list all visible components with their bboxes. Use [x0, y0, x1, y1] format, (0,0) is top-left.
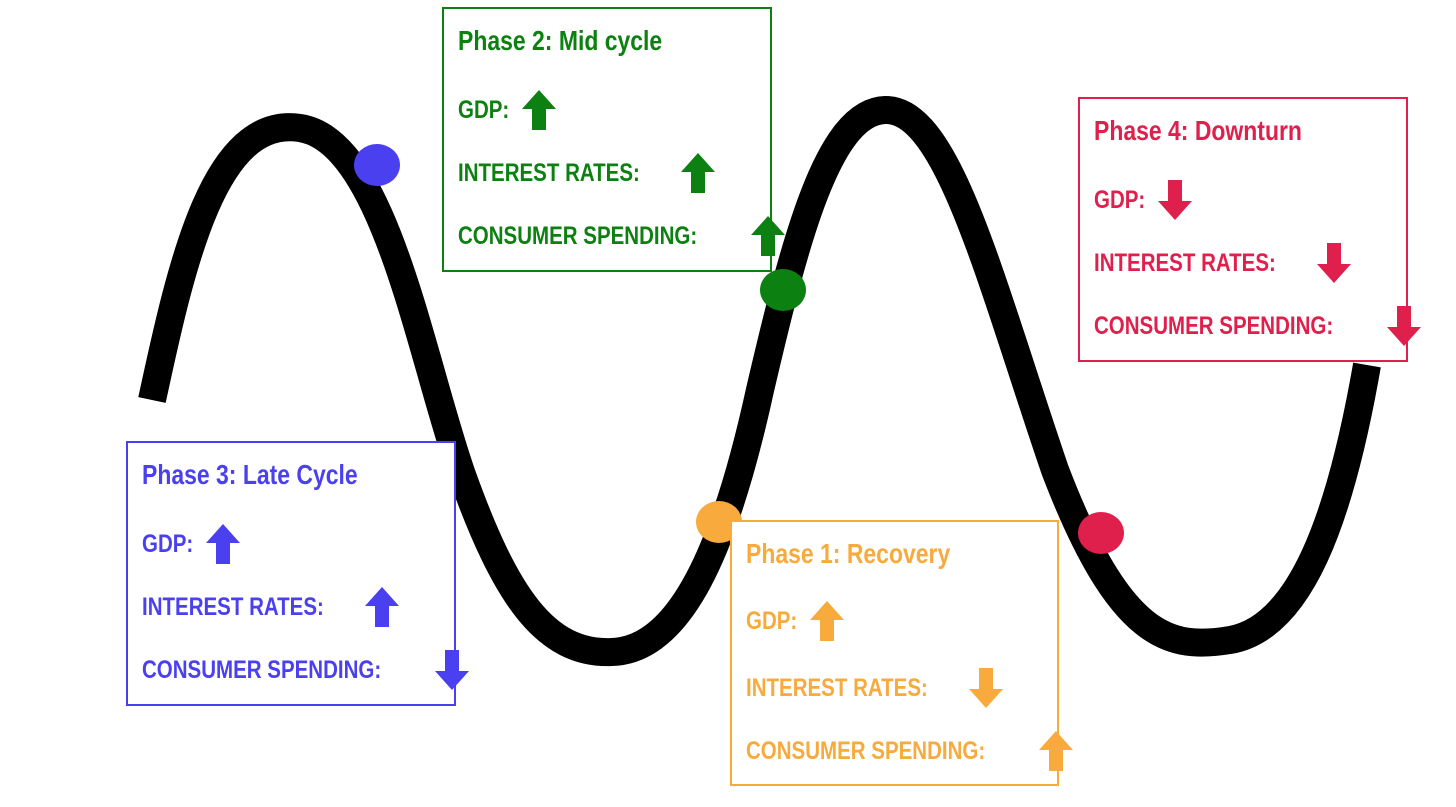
phase-3-consumer-spending-row: CONSUMER SPENDING: [142, 649, 470, 691]
arrow-up-icon [750, 215, 786, 257]
gdp-label: GDP: [1094, 185, 1146, 214]
gdp-label: GDP: [142, 529, 194, 558]
arrow-down-icon [1316, 242, 1352, 284]
consumer-spending-label: CONSUMER SPENDING: [1094, 311, 1334, 340]
arrow-up-icon [809, 600, 845, 642]
consumer-spending-label: CONSUMER SPENDING: [458, 221, 698, 250]
phase-1-title: Phase 1: Recovery [746, 538, 951, 569]
phase-4-consumer-spending-row: CONSUMER SPENDING: [1094, 305, 1422, 347]
phase-1-interest-rates-row: INTEREST RATES: [746, 667, 1004, 709]
phase-2-consumer-spending-row: CONSUMER SPENDING: [458, 215, 786, 257]
phase-4-box: Phase 4: Downturn GDP: INTEREST RATES: C… [1078, 97, 1421, 362]
phase-2-interest-rates-row: INTEREST RATES: [458, 152, 716, 194]
arrow-down-icon [1386, 305, 1422, 347]
arrow-down-icon [1157, 179, 1193, 221]
arrow-down-icon [434, 649, 470, 691]
gdp-label: GDP: [746, 606, 798, 635]
phase-1-box: Phase 1: Recovery GDP: INTEREST RATES: C… [730, 520, 1073, 786]
phase-2-box: Phase 2: Mid cycle GDP: INTEREST RATES: … [442, 7, 785, 272]
arrow-up-icon [521, 89, 557, 131]
arrow-up-icon [205, 523, 241, 565]
phase-2-gdp-row: GDP: [458, 89, 557, 131]
consumer-spending-label: CONSUMER SPENDING: [746, 736, 986, 765]
arrow-up-icon [364, 586, 400, 628]
phase-4-gdp-row: GDP: [1094, 179, 1193, 221]
phase-2-title: Phase 2: Mid cycle [458, 25, 663, 56]
arrow-up-icon [680, 152, 716, 194]
phase-3-box: Phase 3: Late Cycle GDP: INTEREST RATES:… [126, 441, 469, 706]
phase-4-interest-rates-row: INTEREST RATES: [1094, 242, 1352, 284]
consumer-spending-label: CONSUMER SPENDING: [142, 655, 382, 684]
phase-3-marker [354, 144, 400, 186]
phase-1-consumer-spending-row: CONSUMER SPENDING: [746, 730, 1074, 772]
phase-4-title: Phase 4: Downturn [1094, 115, 1302, 146]
interest-rates-label: INTEREST RATES: [458, 158, 640, 187]
phase-3-gdp-row: GDP: [142, 523, 241, 565]
interest-rates-label: INTEREST RATES: [746, 673, 928, 702]
interest-rates-label: INTEREST RATES: [1094, 248, 1276, 277]
gdp-label: GDP: [458, 95, 510, 124]
phase-3-title: Phase 3: Late Cycle [142, 459, 358, 490]
arrow-up-icon [1038, 730, 1074, 772]
phase-1-gdp-row: GDP: [746, 600, 845, 642]
arrow-down-icon [968, 667, 1004, 709]
phase-4-marker [1078, 512, 1124, 554]
phase-3-interest-rates-row: INTEREST RATES: [142, 586, 400, 628]
interest-rates-label: INTEREST RATES: [142, 592, 324, 621]
phase-2-marker [760, 269, 806, 311]
